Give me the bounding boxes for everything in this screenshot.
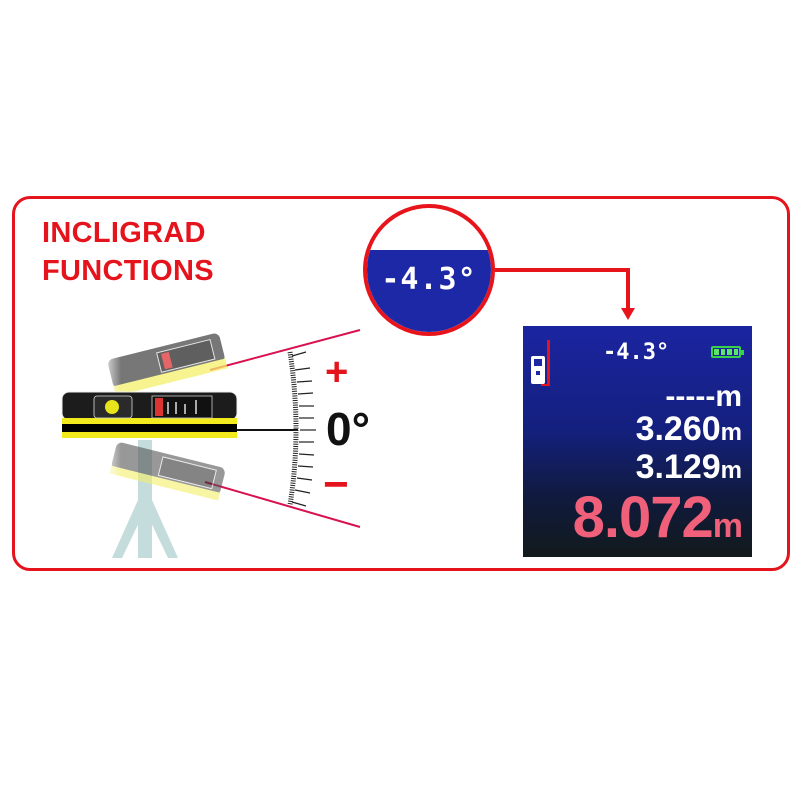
- display-row-2: 3.129m: [636, 448, 742, 487]
- magnified-angle-reading: -4.3°: [381, 262, 477, 297]
- display-row-empty: -----m: [665, 382, 742, 412]
- row-unit: m: [720, 419, 742, 446]
- display-row-1: 3.260m: [636, 410, 742, 449]
- magnifier-callout: -4.3°: [363, 204, 495, 336]
- measure-reference-bar: [547, 340, 550, 386]
- title-line-2: FUNCTIONS: [42, 255, 214, 287]
- battery-full-icon: [711, 346, 744, 358]
- device-display: -4.3° -----m 3.260m 3.129m 8.072m: [523, 326, 752, 557]
- display-result-row: 8.072m: [572, 484, 743, 551]
- display-angle: -4.3°: [603, 340, 670, 365]
- measure-reference-base: [541, 384, 550, 386]
- rangefinder-device-icon: [61, 391, 238, 438]
- row-value: -----: [665, 380, 716, 413]
- inclination-scale: [287, 351, 316, 507]
- callout-connector: [495, 268, 630, 272]
- rangefinder-icon: [531, 356, 545, 384]
- row-unit: m: [715, 380, 742, 413]
- positive-angle-label: +: [325, 350, 349, 394]
- arrow-down-icon: [621, 308, 635, 320]
- feature-title: INCLIGRAD FUNCTIONS: [42, 214, 214, 290]
- callout-connector-down: [626, 268, 630, 310]
- zero-angle-label: 0°: [326, 403, 370, 455]
- row-value: 3.260: [635, 410, 721, 448]
- result-unit: m: [712, 507, 743, 545]
- title-line-1: INCLIGRAD: [42, 217, 206, 249]
- feature-frame: [12, 196, 790, 571]
- row-unit: m: [720, 457, 742, 484]
- result-value: 8.072: [572, 485, 714, 550]
- row-value: 3.129: [635, 448, 721, 486]
- negative-angle-label: −: [323, 460, 349, 509]
- magnifier-screen: [367, 250, 491, 332]
